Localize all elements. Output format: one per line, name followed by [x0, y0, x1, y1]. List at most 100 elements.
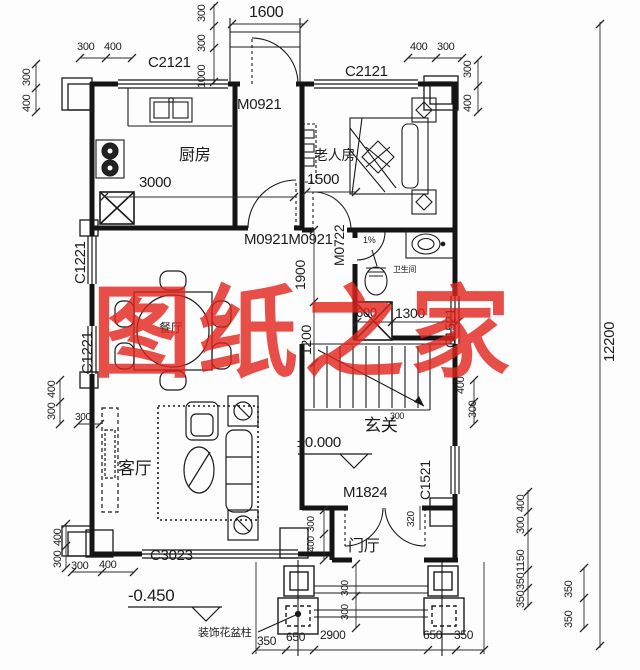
front-door-arc-right — [384, 507, 426, 547]
dim-label: 400 — [455, 376, 467, 394]
room-label-living: 客厅 — [118, 459, 152, 478]
back-door-arc — [251, 37, 299, 85]
kitchen-stove — [95, 139, 125, 179]
room-label-foyer: 门厅 — [348, 538, 380, 555]
dim-label: 300 — [21, 68, 33, 86]
planter-column-right — [431, 605, 457, 627]
dim-label: 400 — [99, 559, 117, 571]
planter-leader — [257, 613, 299, 633]
window-label: C3023 — [150, 547, 193, 564]
dim-label: 600 — [356, 305, 377, 320]
door-label: M0921 — [237, 96, 282, 113]
dim-label: 400 — [515, 494, 527, 512]
doors — [247, 37, 426, 547]
bath-door-arc — [356, 231, 386, 261]
dim-label: 400 — [104, 41, 122, 53]
door-label: M1824 — [343, 484, 388, 501]
dim-label: 350 — [515, 590, 527, 608]
corner-columns — [61, 75, 459, 559]
door-label: M0722 — [331, 224, 347, 266]
dim-label: 300 — [196, 34, 208, 52]
kitchen-fixtures — [95, 88, 232, 179]
dim-label: 300 — [437, 41, 455, 53]
dim-label: 350 — [257, 634, 277, 648]
armchair — [185, 401, 219, 441]
dim-label: 1600 — [249, 4, 284, 21]
dim-label: 300 — [340, 604, 351, 620]
pillow — [401, 123, 419, 189]
stair-arrow-head — [414, 396, 424, 406]
walls — [89, 81, 458, 563]
dim-label: 300 — [390, 411, 405, 421]
dim-label: 300 — [462, 60, 474, 78]
dim-label: 400 — [21, 94, 33, 112]
planter-column-left — [285, 605, 311, 627]
dim-label: 300 — [52, 550, 64, 568]
dim-label: 300 — [77, 41, 95, 53]
dim-label: 1200 — [298, 325, 314, 355]
basin-counter — [405, 229, 456, 259]
elder-door-arc — [312, 191, 352, 231]
dim-label: 320 — [406, 511, 417, 527]
kitchen-counter — [127, 88, 232, 127]
bed — [349, 117, 429, 195]
dim-label: 300 — [196, 4, 208, 22]
dim-label-overall-height: 12200 — [601, 321, 618, 362]
sofa — [225, 429, 253, 513]
front-door-arc-left — [344, 507, 384, 547]
level-ground-symbol — [298, 453, 372, 469]
room-label-elder: 老人房 — [314, 147, 356, 163]
nightstand — [411, 97, 437, 123]
window-label: C1221 — [72, 241, 89, 284]
wash-basin — [411, 233, 441, 255]
dim-label: 300 — [515, 516, 527, 534]
dim-label: 300 — [467, 400, 479, 418]
level-ground: ±0.000 — [297, 434, 341, 451]
window-label: C2121 — [148, 54, 191, 71]
dim-label: 650 — [286, 630, 306, 644]
door-label: M0921M0921 — [244, 231, 333, 248]
coffee-table — [183, 446, 215, 494]
planter-note: 装饰花盆柱 — [198, 627, 252, 639]
rug — [157, 405, 259, 521]
slope-label: 1% — [363, 235, 376, 245]
steps-and-stairs — [229, 18, 455, 656]
elder-room-furniture — [301, 97, 437, 215]
room-label-entry: 玄关 — [364, 416, 398, 435]
stair-direction-arrow — [317, 349, 425, 407]
dim-label: 2900 — [320, 628, 346, 642]
window-label: C1221 — [79, 331, 96, 374]
dim-label: 1150 — [515, 549, 527, 572]
room-label-dining: 餐厅 — [159, 321, 183, 335]
dim-label: 1500 — [307, 171, 340, 188]
dim-label: 350 — [563, 580, 575, 598]
windows-glazing — [87, 79, 460, 559]
room-label-kitchen: 厨房 — [179, 147, 211, 164]
level-porch: -0.450 — [128, 586, 175, 605]
tv-cabinet — [101, 407, 119, 513]
window-label: C1521 — [417, 460, 433, 500]
toilet — [364, 266, 388, 296]
dim-label: 400 — [46, 380, 58, 398]
kitchen-door-arc — [247, 179, 297, 229]
slope-leader — [371, 249, 378, 267]
dim-label: 1000 — [196, 64, 208, 88]
dim-label: 350 — [454, 628, 474, 642]
dim-label: 350 — [563, 610, 575, 628]
porch-columns — [277, 565, 465, 635]
dim-label: 300 — [46, 402, 58, 420]
living-room-furniture — [101, 395, 259, 541]
kitchen-flue — [99, 191, 135, 225]
level-marks — [128, 453, 372, 633]
dim-label: 1300 — [395, 305, 425, 321]
dim-label: 1900 — [292, 260, 308, 290]
room-label-bath: 卫生间 — [393, 265, 417, 274]
dimension-lines — [31, 1, 605, 655]
dim-label: 400 — [306, 536, 317, 552]
dining-set — [114, 270, 232, 391]
dim-label: 400 — [52, 528, 64, 546]
dim-label: 300 — [306, 516, 317, 532]
dim-label: 400 — [410, 41, 428, 53]
